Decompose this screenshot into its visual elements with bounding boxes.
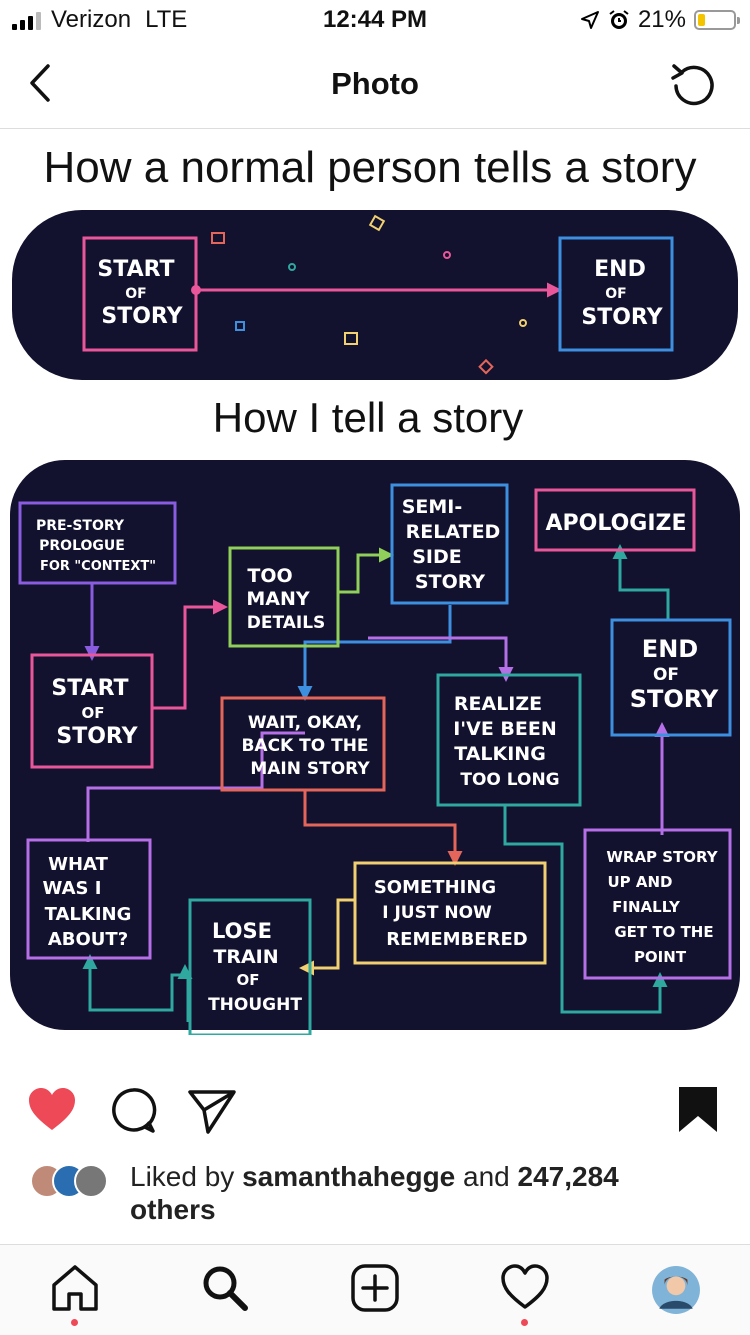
svg-text:THOUGHT: THOUGHT <box>208 995 302 1015</box>
likes-count[interactable]: 247,284 <box>517 1161 619 1192</box>
svg-text:REALIZE: REALIZE <box>454 693 542 715</box>
svg-text:SEMI-: SEMI- <box>402 496 463 518</box>
signal-icon <box>12 10 41 30</box>
svg-text:POINT: POINT <box>634 948 687 966</box>
svg-text:APOLOGIZE: APOLOGIZE <box>545 511 686 536</box>
page-title: Photo <box>331 66 419 101</box>
title-normal-person: How a normal person tells a story <box>44 143 697 192</box>
svg-text:WAS I: WAS I <box>43 878 102 899</box>
svg-text:LOSE: LOSE <box>212 919 272 943</box>
svg-text:TALKING: TALKING <box>45 904 132 925</box>
likes-summary: Liked by samanthahegge and 247,284 other… <box>30 1160 720 1230</box>
svg-text:OF: OF <box>605 286 626 302</box>
activity-notification-dot <box>521 1319 528 1326</box>
battery-icon <box>694 10 740 30</box>
network-label: LTE <box>145 6 188 33</box>
post-actions <box>0 1080 750 1140</box>
svg-text:PROLOGUE: PROLOGUE <box>39 538 125 554</box>
svg-text:START: START <box>51 676 128 701</box>
svg-text:OF: OF <box>125 286 146 302</box>
likes-others[interactable]: others <box>130 1194 216 1225</box>
bookmark-icon[interactable] <box>676 1084 720 1136</box>
svg-text:WAIT, OKAY,: WAIT, OKAY, <box>248 713 362 733</box>
svg-text:STORY: STORY <box>56 724 138 749</box>
refresh-icon[interactable] <box>668 58 720 110</box>
svg-text:STORY: STORY <box>630 685 719 713</box>
post-photo[interactable]: How a normal person tells a story START … <box>0 130 750 1035</box>
search-icon[interactable] <box>200 1263 250 1313</box>
carrier-label: Verizon <box>51 6 132 33</box>
diagram-boxes <box>18 483 732 1035</box>
svg-text:TRAIN: TRAIN <box>213 946 278 968</box>
svg-text:RELATED: RELATED <box>406 521 501 543</box>
clock: 12:44 PM <box>322 6 428 33</box>
svg-text:ABOUT?: ABOUT? <box>48 929 128 950</box>
svg-text:DETAILS: DETAILS <box>247 613 326 633</box>
title-how-i: How I tell a story <box>213 394 523 441</box>
send-icon[interactable] <box>186 1086 238 1136</box>
heart-outline-icon[interactable] <box>500 1263 550 1313</box>
svg-text:OF: OF <box>82 704 105 722</box>
profile-avatar-icon[interactable] <box>651 1265 701 1315</box>
confetti <box>211 214 527 375</box>
svg-text:TOO LONG: TOO LONG <box>460 770 559 790</box>
svg-text:STORY: STORY <box>101 304 183 329</box>
connectors <box>82 544 670 1022</box>
battery-percent: 21% <box>637 6 686 33</box>
likes-text[interactable]: Liked by samanthahegge and 247,284 other… <box>130 1160 690 1226</box>
liker-avatars[interactable] <box>30 1164 120 1200</box>
svg-text:I'VE BEEN: I'VE BEEN <box>453 718 557 740</box>
svg-text:REMEMBERED: REMEMBERED <box>386 929 527 950</box>
top-panel <box>12 210 738 380</box>
top-end-text: END OF STORY <box>581 257 663 330</box>
tab-bar <box>0 1244 750 1335</box>
home-notification-dot <box>71 1319 78 1326</box>
likes-prefix: Liked by <box>130 1161 235 1192</box>
chevron-left-icon[interactable] <box>22 60 62 106</box>
add-post-icon[interactable] <box>350 1263 400 1313</box>
svg-text:FINALLY: FINALLY <box>612 898 681 916</box>
svg-text:GET TO THE: GET TO THE <box>614 923 713 941</box>
diagram-labels: PRE-STORY PROLOGUE FOR "CONTEXT" TOO MAN… <box>36 496 719 1015</box>
liker-username[interactable]: samanthahegge <box>242 1161 456 1192</box>
svg-text:BACK TO THE: BACK TO THE <box>241 736 368 756</box>
heart-filled-icon[interactable] <box>26 1086 78 1134</box>
svg-text:FOR "CONTEXT": FOR "CONTEXT" <box>40 559 156 574</box>
svg-text:MAIN STORY: MAIN STORY <box>250 759 370 779</box>
location-icon <box>580 11 599 29</box>
navigation-bar: Photo <box>0 40 750 129</box>
bottom-panel <box>10 460 740 1030</box>
likes-and: and <box>463 1161 510 1192</box>
svg-text:SIDE: SIDE <box>412 546 462 568</box>
svg-text:WHAT: WHAT <box>48 854 108 875</box>
svg-text:WRAP STORY: WRAP STORY <box>606 848 718 866</box>
home-icon[interactable] <box>50 1263 100 1313</box>
avatar <box>74 1164 108 1198</box>
comment-icon[interactable] <box>108 1086 158 1136</box>
svg-text:START: START <box>97 257 174 282</box>
svg-text:END: END <box>642 635 698 663</box>
status-bar: Verizon LTE 12:44 PM 21% <box>0 0 750 40</box>
svg-text:STORY: STORY <box>415 571 485 593</box>
alarm-icon <box>609 10 629 29</box>
svg-text:TOO: TOO <box>247 565 292 587</box>
svg-text:UP AND: UP AND <box>607 873 672 891</box>
svg-text:STORY: STORY <box>581 305 663 330</box>
top-start-text: START OF STORY <box>97 257 183 329</box>
svg-text:TALKING: TALKING <box>454 743 546 765</box>
svg-text:MANY: MANY <box>246 588 310 610</box>
svg-text:PRE-STORY: PRE-STORY <box>36 518 125 534</box>
svg-text:OF: OF <box>237 971 260 989</box>
top-end-box <box>558 236 674 352</box>
svg-text:END: END <box>594 257 646 282</box>
svg-text:OF: OF <box>653 665 679 685</box>
svg-text:I JUST NOW: I JUST NOW <box>382 903 492 923</box>
svg-text:SOMETHING: SOMETHING <box>374 877 496 898</box>
